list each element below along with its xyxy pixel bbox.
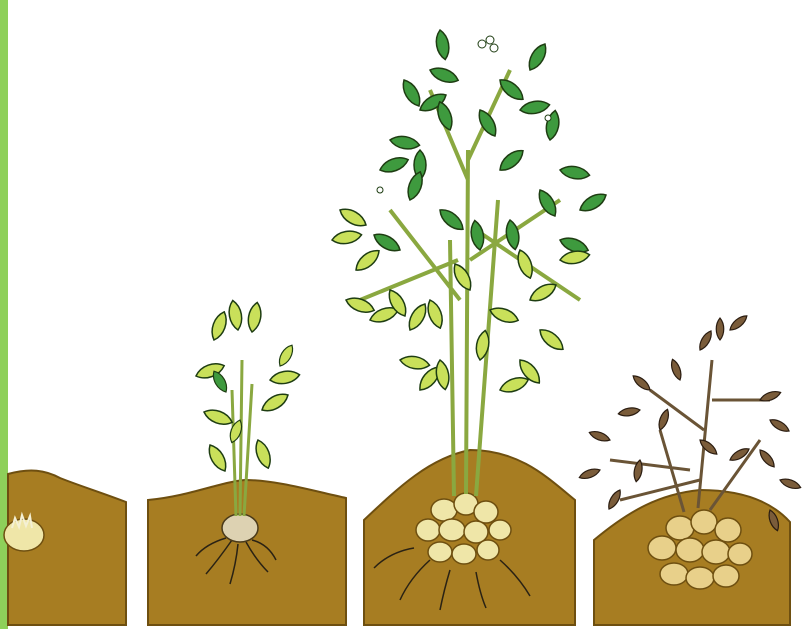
mature-potato-plant-icon (331, 29, 609, 496)
stage-1-panel (4, 471, 126, 625)
stage-4-panel (578, 313, 802, 625)
stage-2-panel (148, 299, 346, 625)
stage-3-panel (331, 29, 609, 625)
soil-2 (148, 480, 346, 625)
